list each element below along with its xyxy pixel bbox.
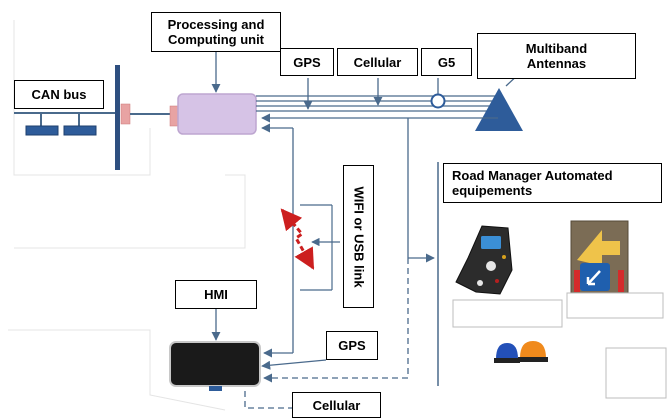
bus-connector: [120, 103, 131, 125]
sign-caption-box: [566, 292, 664, 319]
processing-unit-label: Processing and Computing unit: [151, 12, 281, 52]
warning-beacons: [494, 341, 548, 363]
can-bus-label: CAN bus: [14, 80, 104, 109]
road-controller-device: [455, 225, 513, 295]
arrow-sign-board: [570, 220, 629, 294]
antenna-lines: [256, 95, 498, 112]
cellular-bottom-link: [244, 391, 292, 409]
wifi-usb-link-text: WIFI or USB link: [351, 185, 366, 288]
g5-ring: [430, 93, 446, 109]
wifi-usb-fork: [300, 204, 340, 291]
gps-top-label: GPS: [280, 48, 334, 76]
wireless-signal-icon: [280, 208, 315, 270]
can-node-1: [25, 125, 59, 136]
multiband-antennas-label: Multiband Antennas: [477, 33, 636, 79]
cellular-bottom-label: Cellular: [292, 392, 381, 418]
hmi-connector: [209, 386, 222, 391]
road-manager-label: Road Manager Automated equipements: [443, 163, 662, 203]
processing-unit-box: [177, 93, 257, 135]
hmi-device: [169, 341, 261, 387]
gps-bottom-label: GPS: [326, 331, 378, 360]
extra-image-box: [605, 347, 667, 399]
hmi-label: HMI: [175, 280, 257, 309]
wifi-usb-link-label: WIFI or USB link: [343, 165, 374, 308]
can-node-2: [63, 125, 97, 136]
can-bus-bar: [115, 65, 120, 170]
g5-label: G5: [421, 48, 472, 76]
antenna-icon: [475, 88, 523, 131]
controller-caption-box: [452, 299, 563, 328]
can-bus-wiring: [14, 65, 180, 170]
gps-bottom-arrow: [261, 359, 327, 370]
cellular-top-label: Cellular: [337, 48, 418, 76]
